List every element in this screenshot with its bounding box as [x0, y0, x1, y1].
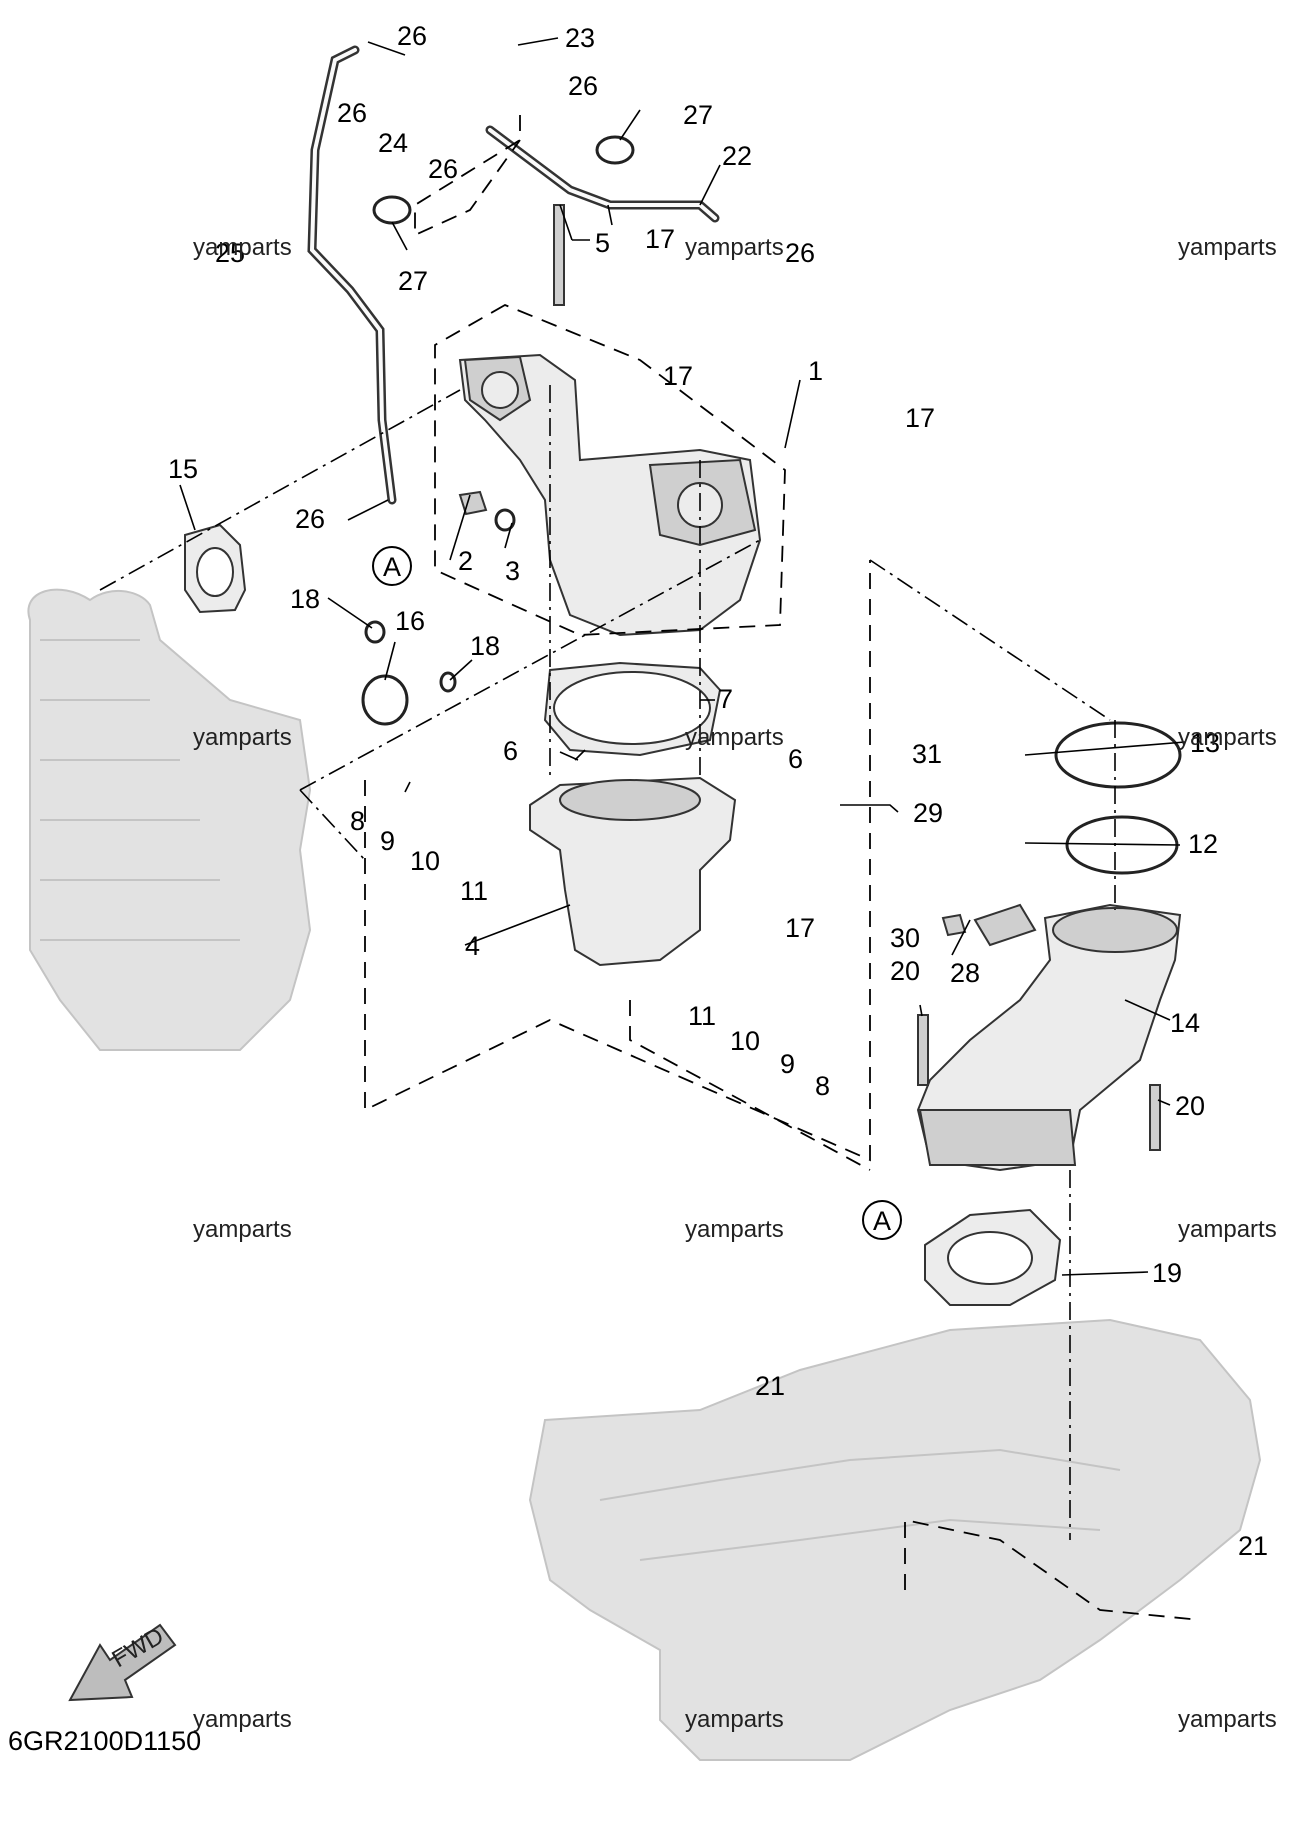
callout-23: 23 [565, 23, 595, 53]
callout-6b: 6 [788, 744, 803, 774]
callout-26c: 26 [337, 98, 367, 128]
watermark-8: yamparts [685, 1216, 784, 1243]
callout-26a: 26 [397, 21, 427, 51]
callout-30: 30 [890, 923, 920, 953]
callout-7: 7 [718, 684, 733, 714]
callout-31: 31 [912, 739, 942, 769]
watermark-7: yamparts [193, 1216, 292, 1243]
callout-20a: 20 [890, 956, 920, 986]
reference-marker-upper: A [372, 546, 412, 586]
callout-26d: 26 [428, 154, 458, 184]
callout-17a: 17 [645, 224, 675, 254]
callout-10a: 10 [410, 846, 440, 876]
callout-26e: 26 [785, 238, 815, 268]
callout-21b: 21 [1238, 1531, 1268, 1561]
callout-18a: 18 [290, 584, 320, 614]
part-2-plug [458, 490, 488, 516]
callout-20b: 20 [1175, 1091, 1205, 1121]
callout-25: 25 [215, 238, 245, 268]
part-7-gasket [543, 661, 722, 757]
callout-16: 16 [395, 606, 425, 636]
centre-lines [99, 385, 1116, 1540]
watermark-3: yamparts [1178, 234, 1277, 261]
part-30-nut [941, 913, 967, 937]
part-25-hose [307, 45, 397, 505]
watermark-1: yamparts [193, 234, 292, 261]
engine-block-background [27, 588, 312, 1051]
callout-15: 15 [168, 454, 198, 484]
part-15-gasket [184, 523, 247, 614]
watermark-11: yamparts [685, 1706, 784, 1733]
callout-17c: 17 [905, 403, 935, 433]
callout-12: 12 [1188, 829, 1218, 859]
part-18-o-ring-lower [439, 671, 457, 693]
callout-14: 14 [1170, 1008, 1200, 1038]
callout-11b: 11 [688, 1001, 716, 1031]
hull-background [528, 1318, 1262, 1761]
part-27-clamp-lower [372, 195, 412, 225]
watermark-6: yamparts [1178, 724, 1277, 751]
part-5-long-bolt [553, 204, 565, 306]
part-18-o-ring-upper [364, 620, 386, 644]
part-14-elbow-pipe [916, 903, 1182, 1172]
watermark-2: yamparts [685, 234, 784, 261]
callout-17b: 17 [663, 361, 693, 391]
callout-26b: 26 [568, 71, 598, 101]
callout-27b: 27 [398, 266, 428, 296]
marker-lower-label: A [873, 1206, 891, 1236]
part-4-lower-housing [529, 776, 737, 967]
part-28-bracket [973, 903, 1037, 947]
callout-9b: 9 [780, 1049, 795, 1079]
callout-3: 3 [505, 556, 520, 586]
part-20-bolt-left [917, 1014, 929, 1086]
watermark-12: yamparts [1178, 1706, 1277, 1733]
watermark-9: yamparts [1178, 1216, 1277, 1243]
marker-upper-label: A [383, 552, 401, 582]
diagram-code: 6GR2100D1150 [8, 1726, 201, 1756]
callout-11a: 11 [460, 876, 488, 906]
callout-28: 28 [950, 958, 980, 988]
part-3-o-ring [494, 508, 516, 532]
part-13-ring [1054, 721, 1182, 789]
watermark-4: yamparts [193, 724, 292, 751]
callout-17d: 17 [785, 913, 815, 943]
callout-6a: 6 [503, 736, 518, 766]
callout-13: 13 [1190, 728, 1220, 758]
callout-21a: 21 [755, 1371, 785, 1401]
leader-lines [179, 37, 1186, 1276]
callout-27a: 27 [683, 100, 713, 130]
callout-9a: 9 [380, 826, 395, 856]
part-20-bolt-right [1149, 1084, 1161, 1151]
callout-29: 29 [913, 798, 943, 828]
callout-24: 24 [378, 128, 408, 158]
callout-4: 4 [465, 931, 480, 961]
part-27-clamp-upper [595, 135, 635, 165]
watermarks: yamparts yamparts yamparts yamparts yamp… [193, 234, 1277, 1733]
dashed-assembly-boxes [364, 115, 1201, 1621]
callout-10b: 10 [730, 1026, 760, 1056]
callout-2: 2 [458, 546, 473, 576]
callout-5: 5 [595, 228, 610, 258]
callout-8b: 8 [815, 1071, 830, 1101]
watermark-10: yamparts [193, 1706, 292, 1733]
callout-labels: 1 2 3 4 5 6 6 7 8 8 9 9 10 10 11 11 12 1… [168, 21, 1268, 1561]
reference-marker-lower: A [862, 1200, 902, 1240]
callout-22: 22 [722, 141, 752, 171]
part-22-hose [485, 125, 720, 223]
callout-18b: 18 [470, 631, 500, 661]
callout-26f: 26 [295, 504, 325, 534]
callout-19: 19 [1152, 1258, 1182, 1288]
part-1-housing [458, 353, 762, 637]
part-16-ring [361, 674, 409, 726]
callout-8a: 8 [350, 806, 365, 836]
part-19-gasket [924, 1208, 1062, 1306]
callout-1: 1 [808, 356, 823, 386]
fwd-direction-arrow: FWD [68, 1622, 177, 1702]
watermark-5: yamparts [685, 724, 784, 751]
